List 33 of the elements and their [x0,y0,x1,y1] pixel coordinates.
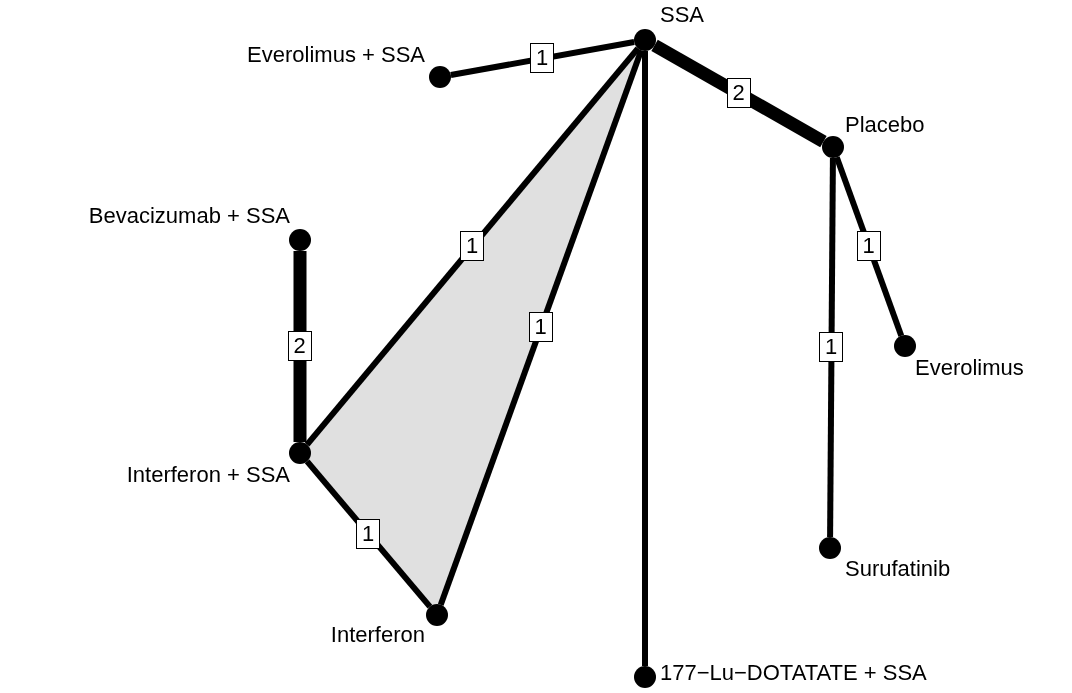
connector-line [450,39,635,78]
node-label: Everolimus + SSA [247,42,425,68]
node-label: Placebo [845,112,925,138]
connector-line [827,157,836,538]
connector-line [642,51,648,666]
node-label: Bevacizumab + SSA [88,203,290,229]
edge-label: 1 [530,43,554,73]
edge-label: 1 [460,231,484,261]
edge-label: 1 [528,312,553,342]
node-label: Everolimus [915,355,1024,381]
edge-label: 1 [819,332,843,362]
edge-label: 2 [726,78,751,108]
node-dot [894,335,916,357]
edge-label: 1 [856,231,881,261]
node-dot [289,229,311,251]
edge-label: 2 [287,331,312,361]
node-dot [819,537,841,559]
node-label: Interferon [330,622,425,648]
node-dot [634,666,656,688]
node-label: Surufatinib [845,556,951,582]
node-dot [429,66,451,88]
connector-line [293,251,307,442]
node-label: Interferon + SSA [126,462,290,488]
connector-line [304,46,641,447]
edge-label: 1 [356,518,380,549]
node-dot [289,442,311,464]
node-dot [822,136,844,158]
connector-line [437,49,645,606]
node-dot [634,29,656,51]
node-dot [426,604,448,626]
connector-line [651,39,827,148]
node-label: 177−Lu−DOTATATE + SSA [660,660,927,686]
node-label: SSA [660,2,705,28]
